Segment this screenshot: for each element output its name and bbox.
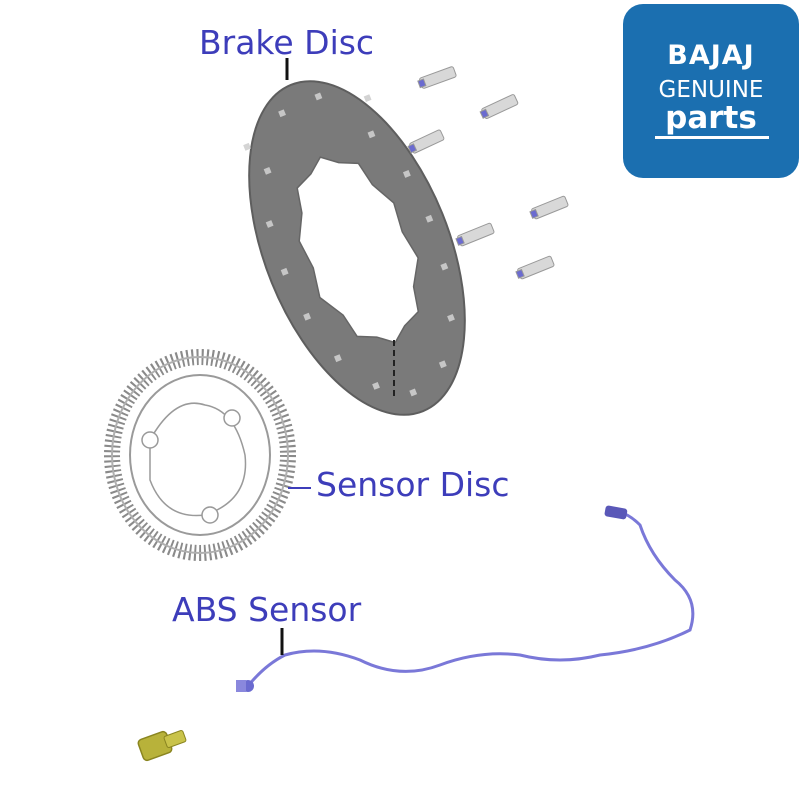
- brake-disc-label: Brake Disc: [199, 23, 375, 62]
- logo-brand: BAJAJ: [667, 40, 755, 71]
- abs-sensor: [236, 505, 695, 692]
- sensor-bolt: [137, 730, 187, 762]
- sensor-disc: [104, 349, 296, 561]
- sensor-disc-label: Sensor Disc: [316, 465, 510, 504]
- bajaj-genuine-parts-logo: BAJAJ GENUINE parts: [623, 4, 799, 178]
- abs-sensor-label: ABS Sensor: [172, 590, 362, 629]
- brake-disc: [243, 80, 466, 416]
- logo-parts: parts: [665, 100, 757, 136]
- logo-underline: [655, 136, 769, 139]
- brake-disc-bolts: [407, 66, 569, 280]
- logo-genuine: GENUINE: [658, 77, 764, 103]
